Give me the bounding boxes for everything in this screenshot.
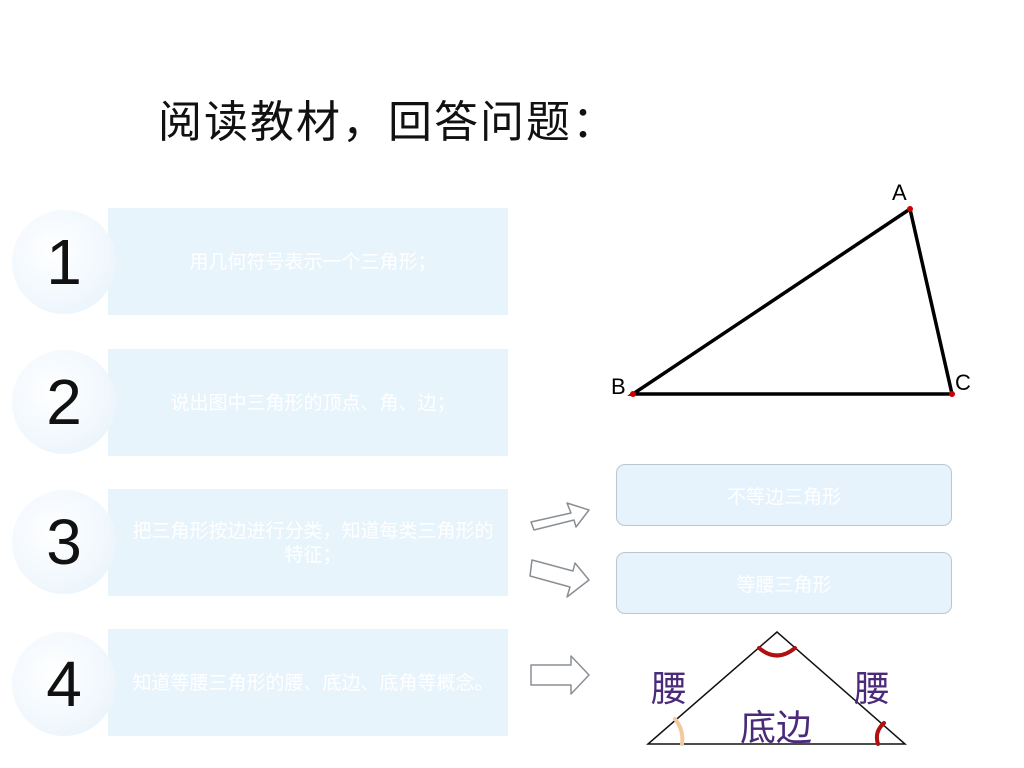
vertex-c-point <box>949 391 955 397</box>
vertex-b-label: B <box>611 374 626 399</box>
item-panel-2 <box>108 349 508 456</box>
item-panel-1 <box>108 208 508 315</box>
arrow-right-icon <box>530 502 590 531</box>
item-number-4: 4 <box>12 632 116 736</box>
vertex-a-label: A <box>892 180 907 205</box>
apex-angle-mark <box>757 646 797 658</box>
leg-left-label: 腰 <box>651 669 687 710</box>
item-text-1: 用几何符号表示一个三角形； <box>189 250 437 273</box>
vertex-b-point <box>630 391 636 397</box>
base-angle-left-mark <box>673 717 685 746</box>
item-panel-3 <box>108 489 508 596</box>
isosceles-triangle: 腰 腰 底边 <box>645 631 907 749</box>
arrow-right-icon <box>529 559 590 598</box>
item-number-1: 1 <box>12 210 116 314</box>
page-title: 阅读教材，回答问题： <box>158 97 618 148</box>
vertex-a-point <box>907 206 913 212</box>
item-text-2: 说出图中三角形的顶点、角、边； <box>170 391 456 414</box>
base-angle-right-mark <box>874 721 886 746</box>
item-number-3: 3 <box>12 490 116 594</box>
item-number-2: 2 <box>12 350 116 454</box>
item-text-4: 知道等腰三角形的腰、底边、底角等概念。 <box>132 671 494 694</box>
type-box-isosceles: 等腰三角形 <box>616 552 952 614</box>
arrow-right-icon <box>530 655 590 695</box>
item-text-3: 把三角形按边进行分类，知道每类三角形的特征； <box>132 519 494 566</box>
vertex-c-label: C <box>955 370 971 395</box>
triangle-abc: A B C <box>611 180 971 399</box>
type-box-scalene: 不等边三角形 <box>616 464 952 526</box>
item-panel-4 <box>108 629 508 736</box>
leg-right-label: 腰 <box>854 669 890 710</box>
base-label: 底边 <box>740 708 812 749</box>
